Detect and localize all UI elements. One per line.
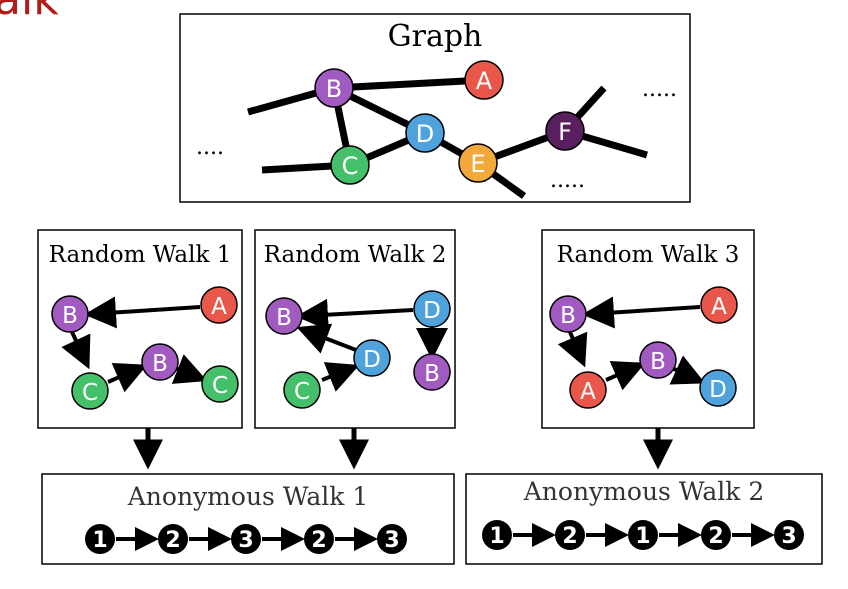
svg-text:B: B [152, 351, 168, 377]
rw2-node-d: D [413, 290, 451, 328]
rw2-node-b2: B [413, 353, 451, 391]
sequence-node [231, 524, 261, 554]
random-walk-2-panel: Random Walk 2 B D D C B [254, 229, 456, 429]
graph-node-a: A [464, 60, 504, 100]
rw3-node-d: D [699, 369, 737, 407]
random-walk-2-arrows [296, 298, 448, 392]
sequence-node [304, 524, 334, 554]
svg-text:A: A [580, 379, 596, 405]
anonymous-walk-1-sequence: 1 2 3 2 3 [85, 524, 407, 554]
rw2-node-b: B [265, 297, 303, 335]
rw3-node-a: A [700, 286, 738, 324]
graph-node-b: B [314, 68, 354, 108]
rw1-node-b: B [51, 295, 89, 333]
rw3-node-a2: A [569, 371, 607, 409]
sequence-label: 1 [92, 528, 107, 553]
sequence-label: 3 [781, 524, 796, 549]
sequence-node [701, 520, 731, 550]
graph-node-f: F [545, 111, 585, 151]
svg-text:D: D [416, 120, 434, 148]
anonymous-walk-2-sequence: 1 2 1 2 3 [482, 520, 804, 550]
random-walk-1-panel: Random Walk 1 A B C B C [37, 229, 243, 429]
sequence-node [158, 524, 188, 554]
sequence-node [85, 524, 115, 554]
graph-edge [333, 76, 485, 92]
random-walk-2-title: Random Walk 2 [264, 242, 447, 268]
anonymous-walk-1-title: Anonymous Walk 1 [127, 482, 369, 511]
random-walk-1-title: Random Walk 1 [49, 242, 232, 268]
sequence-label: 2 [708, 524, 723, 549]
graph-node-e: E [458, 143, 498, 183]
sequence-node [377, 524, 407, 554]
rw1-node-a: A [200, 286, 238, 324]
svg-text:A: A [711, 294, 727, 320]
rw1-node-c: C [71, 372, 109, 410]
rw1-node-b2: B [141, 343, 179, 381]
sequence-label: 2 [165, 528, 180, 553]
sequence-label: 2 [562, 524, 577, 549]
rw1-node-c2: C [201, 365, 239, 403]
sequence-label: 1 [635, 524, 650, 549]
graph-ellipsis: .... [196, 135, 224, 160]
svg-text:C: C [294, 379, 310, 405]
rw3-node-b: B [549, 295, 587, 333]
svg-text:A: A [211, 294, 227, 320]
svg-text:A: A [476, 67, 493, 95]
anonymous-walk-2-panel: Anonymous Walk 2 1 2 1 2 3 [465, 473, 823, 565]
graph-node-c: C [330, 145, 370, 185]
random-walk-1-arrows [61, 296, 208, 393]
svg-text:E: E [470, 150, 485, 178]
graph-ellipsis: ..... [550, 168, 585, 193]
sequence-label: 2 [311, 528, 326, 553]
svg-text:B: B [276, 305, 292, 331]
random-walk-3-arrows [557, 296, 706, 391]
svg-text:D: D [709, 377, 727, 403]
rw3-node-b2: B [639, 341, 677, 379]
svg-text:B: B [326, 75, 342, 103]
rw2-node-c: C [283, 371, 321, 409]
svg-text:C: C [82, 380, 98, 406]
graph-ellipsis: ..... [642, 77, 677, 102]
anonymous-walk-2-title: Anonymous Walk 2 [523, 477, 765, 506]
svg-text:B: B [424, 361, 440, 387]
sequence-node [774, 520, 804, 550]
sequence-label: 3 [238, 528, 253, 553]
random-walk-3-panel: Random Walk 3 A B A B D [541, 229, 755, 429]
rw2-node-d2: D [353, 339, 391, 377]
flow-arrows [133, 428, 673, 470]
svg-text:B: B [650, 349, 666, 375]
section-title: alk [0, 0, 59, 22]
svg-text:D: D [363, 347, 381, 373]
svg-text:B: B [560, 303, 576, 329]
svg-text:B: B [62, 303, 78, 329]
svg-text:C: C [212, 373, 228, 399]
sequence-label: 1 [489, 524, 504, 549]
svg-text:D: D [423, 298, 441, 324]
sequence-node [482, 520, 512, 550]
graph-title: Graph [388, 19, 483, 54]
sequence-label: 3 [384, 528, 399, 553]
anonymous-walk-1-panel: Anonymous Walk 1 1 2 3 2 3 [41, 473, 455, 565]
graph-panel: Graph ..... .... ..... B A [179, 13, 691, 203]
sequence-node [628, 520, 658, 550]
svg-text:C: C [342, 152, 359, 180]
graph-node-d: D [405, 113, 445, 153]
svg-text:F: F [558, 118, 572, 146]
sequence-node [555, 520, 585, 550]
random-walk-3-title: Random Walk 3 [557, 242, 740, 268]
